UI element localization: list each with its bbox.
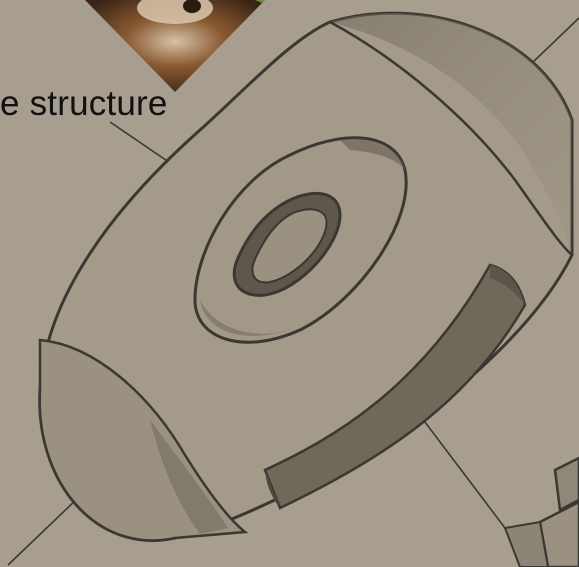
structure-label: e structure <box>0 84 168 124</box>
